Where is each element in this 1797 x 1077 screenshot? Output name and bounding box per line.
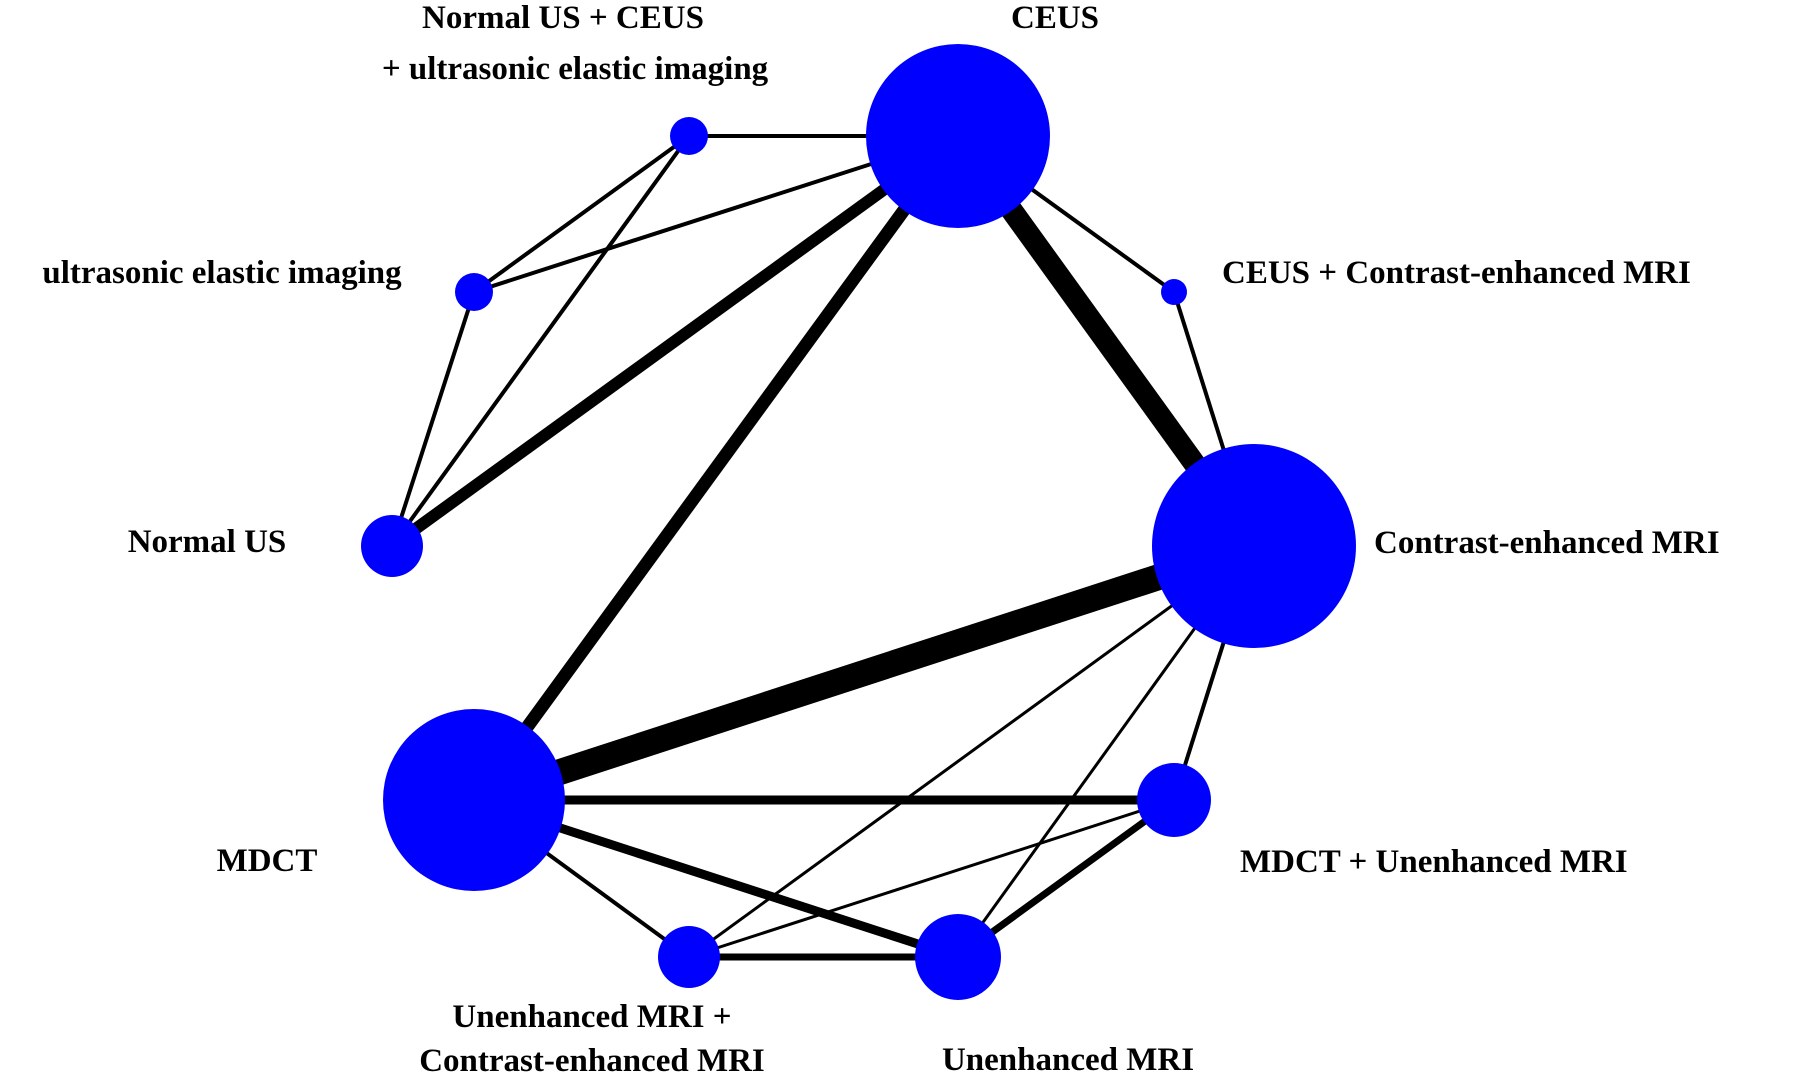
nodes-layer: [361, 44, 1356, 1000]
node-label-uei: ultrasonic elastic imaging: [42, 255, 402, 291]
node-label-mdct: MDCT: [217, 843, 318, 879]
edge-mdct-to-ceus: [468, 132, 964, 804]
node-label-cemri: Contrast-enhanced MRI: [1374, 525, 1720, 561]
node-umri: [915, 914, 1001, 1000]
edge-nus-ceus-uei-to-nus: [390, 134, 691, 548]
node-mdct-umri: [1137, 763, 1211, 837]
node-umri-cemri: [658, 926, 720, 988]
edge-cemri-to-umri-cemri: [688, 544, 1255, 959]
node-nus-ceus-uei: [670, 117, 708, 155]
node-uei: [455, 273, 493, 311]
node-ceus: [866, 44, 1050, 228]
edge-uei-to-nus: [390, 291, 476, 547]
edge-nus-ceus-uei-to-uei: [472, 134, 691, 294]
node-label-nus-ceus-uei-line-2: + ultrasonic elastic imaging: [382, 51, 769, 87]
node-mdct: [383, 709, 565, 891]
edge-mdct-umri-to-umri-cemri: [688, 798, 1175, 959]
edge-mdct-umri-to-umri: [955, 797, 1177, 960]
node-label-ceus: CEUS: [1011, 0, 1099, 36]
node-label-nus: Normal US: [128, 524, 287, 560]
node-label-mdct-umri: MDCT + Unenhanced MRI: [1240, 844, 1628, 880]
edge-mdct-to-cemri: [469, 533, 1259, 813]
node-cemri: [1152, 444, 1356, 648]
node-label-umri-cemri-line-2: Contrast-enhanced MRI: [419, 1043, 765, 1077]
node-label-umri-cemri-line-1: Unenhanced MRI +: [452, 999, 731, 1035]
node-ceus-cemri: [1161, 279, 1187, 305]
edge-nus-to-ceus: [388, 131, 962, 551]
node-nus: [361, 515, 423, 577]
labels-layer: CEUS CEUS + Contrast-enhanced MRI Contrast…: [42, 0, 1719, 1077]
node-label-nus-ceus-uei-line-1: Normal US + CEUS: [422, 0, 704, 36]
node-label-umri: Unenhanced MRI: [942, 1042, 1194, 1077]
node-label-ceus-cemri: CEUS + Contrast-enhanced MRI: [1222, 255, 1691, 291]
